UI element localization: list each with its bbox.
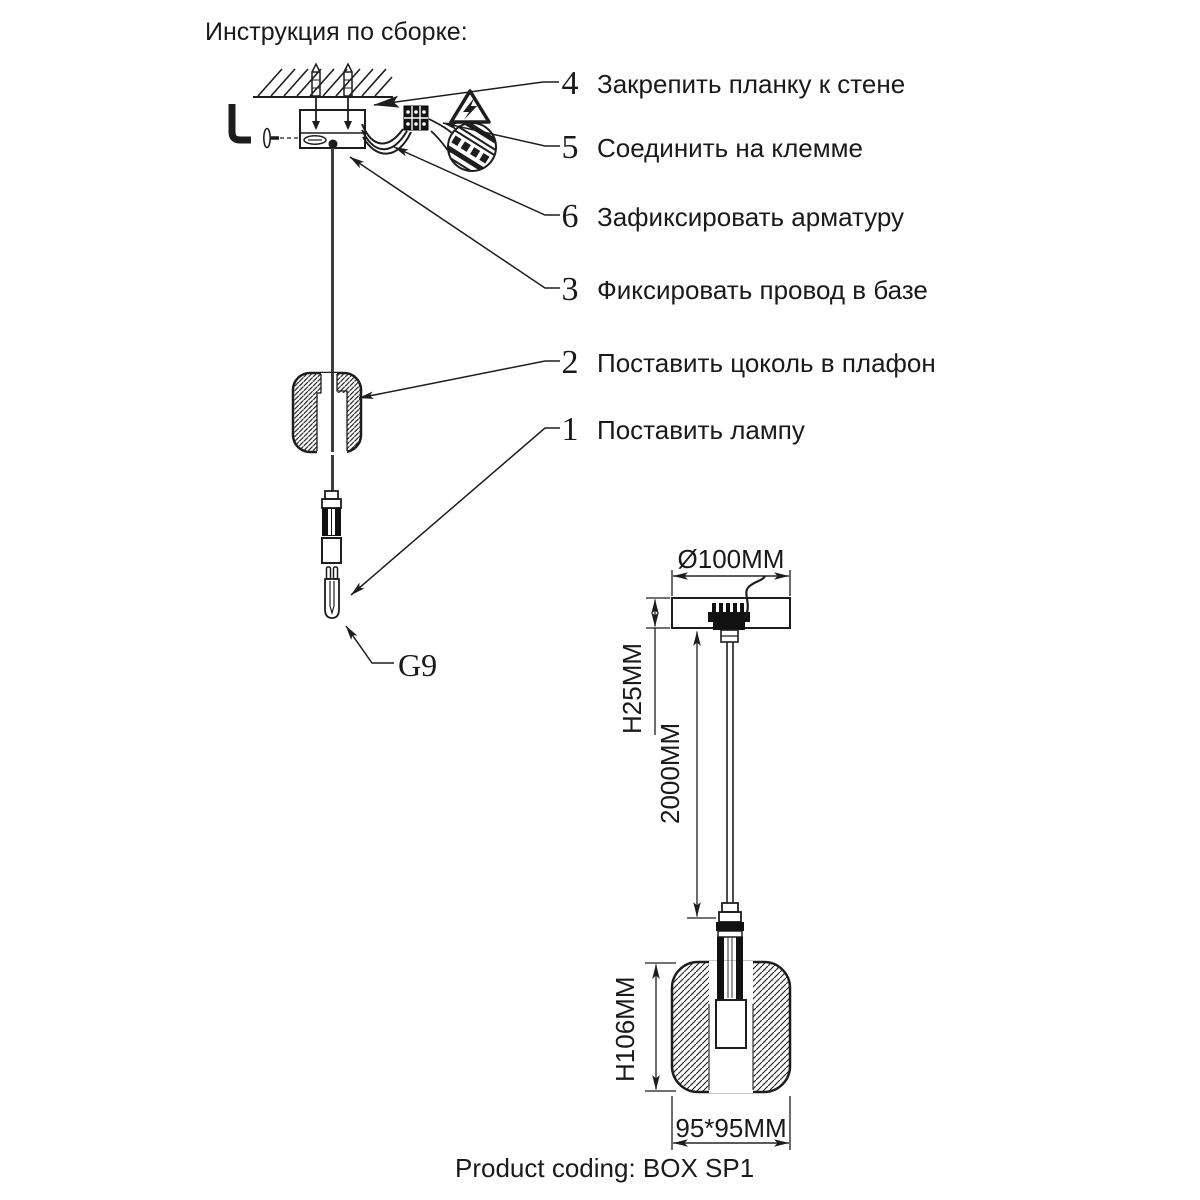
dim-diameter-text: Ø100MM — [678, 544, 785, 574]
shade-cross-section — [291, 371, 363, 455]
g9-bulb — [324, 566, 340, 619]
dim-shade-height-text: H106MM — [610, 977, 640, 1082]
dim-shade-footprint: 95*95MM — [671, 1096, 791, 1150]
socket-assembly — [715, 902, 747, 1049]
dim-cord-length: 2000MM — [655, 631, 716, 919]
cord-exit-grip — [328, 139, 338, 149]
ceiling-hatch — [253, 68, 393, 98]
callout-1-number: 1 — [562, 411, 579, 448]
callout-g9: G9 — [345, 625, 437, 683]
dimensioned-view: Ø100MM H25MM 2000MM — [610, 544, 792, 1150]
page-title: Инструкция по сборке: — [205, 18, 468, 46]
callout-4-number: 4 — [562, 65, 579, 102]
callout-1: 1 Поставить лампу — [350, 411, 805, 596]
dim-shade-height: H106MM — [610, 962, 676, 1092]
callout-2-number: 2 — [562, 344, 579, 381]
product-coding: Product coding: BOX SP1 — [455, 1153, 754, 1183]
dim-cord-length-text: 2000MM — [655, 723, 685, 824]
ceiling-canopy — [671, 575, 791, 643]
exploded-view — [228, 62, 497, 619]
callout-2: 2 Поставить цоколь в плафон — [358, 344, 936, 399]
fixing-screw — [262, 127, 299, 149]
lamp-socket — [321, 490, 342, 564]
allen-key — [228, 104, 251, 144]
callout-3-label: Фиксировать провод в базе — [597, 275, 928, 305]
callout-6-label: Зафиксировать арматуру — [597, 202, 904, 232]
pendant-cord — [726, 642, 734, 903]
callout-4-label: Закрепить планку к стене — [597, 69, 905, 99]
mains-wire — [743, 575, 766, 619]
dim-shade-footprint-text: 95*95MM — [675, 1113, 786, 1143]
callout-5: 5 Соединить на клемме — [442, 122, 863, 166]
callout-3: 3 Фиксировать провод в базе — [349, 156, 928, 308]
callout-2-label: Поставить цоколь в плафон — [597, 348, 936, 378]
pendant-shade — [670, 960, 792, 1094]
g9-label: G9 — [398, 647, 437, 683]
callout-6: 6 Зафиксировать арматуру — [393, 146, 904, 235]
dim-canopy-height: H25MM — [617, 597, 670, 735]
callout-5-number: 5 — [562, 129, 579, 166]
callout-5-label: Соединить на клемме — [597, 133, 863, 163]
wires — [361, 123, 412, 155]
dim-canopy-height-text: H25MM — [617, 643, 647, 734]
callout-1-label: Поставить лампу — [597, 415, 805, 445]
terminal-block — [403, 105, 429, 131]
callout-6-number: 6 — [562, 198, 579, 235]
callout-3-number: 3 — [562, 271, 579, 308]
callout-4: 4 Закрепить планку к стене — [373, 65, 905, 108]
electric-warning-icon — [449, 89, 491, 124]
dim-canopy-diameter: Ø100MM — [671, 544, 791, 596]
callouts: 4 Закрепить планку к стене 5 Соединить н… — [345, 65, 936, 683]
wall-anchor-screws — [311, 62, 353, 130]
